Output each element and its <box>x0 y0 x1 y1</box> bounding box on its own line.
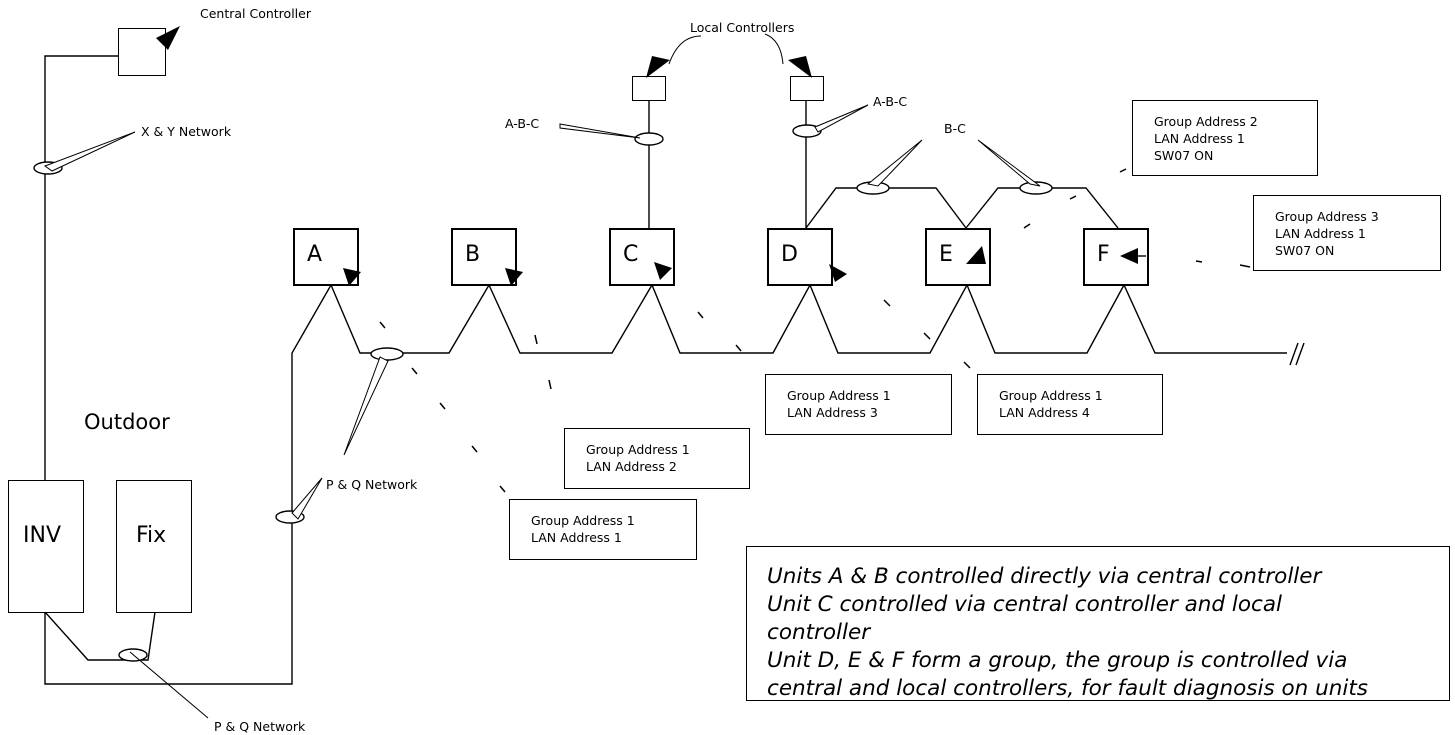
local-controller-c-box <box>632 76 666 101</box>
pq-network-label-upper: P & Q Network <box>326 477 418 492</box>
xy-network-label: X & Y Network <box>141 124 232 139</box>
pq-network-label-lower: P & Q Network <box>214 719 306 734</box>
abc-label-left: A-B-C <box>505 116 540 131</box>
pq-outdoor-link <box>45 612 155 660</box>
xy-callout <box>45 132 135 171</box>
bc-callout-2 <box>978 140 1040 186</box>
address-box-unit-a: Group Address 1 LAN Address 1 <box>509 499 697 560</box>
xy-network-wire <box>45 56 145 482</box>
address-line: Group Address 1 <box>586 442 690 457</box>
local-controller-d-box <box>790 76 824 101</box>
central-controller-label: Central Controller <box>200 6 311 21</box>
unit-e-arrow-icon <box>966 246 986 264</box>
note-line: central and local controllers, for fault… <box>767 676 1368 701</box>
address-line: Group Address 1 <box>531 513 635 528</box>
address-line: SW07 ON <box>1275 243 1335 258</box>
address-line: LAN Address 2 <box>586 459 677 474</box>
note-line: Unit C controlled via central controller… <box>767 592 1283 617</box>
address-line: Group Address 3 <box>1275 209 1379 224</box>
unit-f-label: F <box>1097 242 1110 267</box>
abc-ellipse-d <box>792 124 822 138</box>
abc-label-right: A-B-C <box>873 94 908 109</box>
unit-b-label: B <box>465 242 481 267</box>
abc-callout-left <box>560 124 640 138</box>
address-line: LAN Address 1 <box>531 530 622 545</box>
bus-break-2 <box>1296 343 1304 365</box>
unit-d: D <box>767 228 833 286</box>
outdoor-unit-inv: INV <box>8 480 84 613</box>
outdoor-unit-inv-label: INV <box>23 523 61 548</box>
pq-loop-wire <box>45 285 331 684</box>
unit-d-arrow-icon <box>829 264 847 282</box>
abc-callout-right <box>815 105 868 132</box>
address-line: LAN Address 3 <box>787 405 878 420</box>
address-line: Group Address 1 <box>787 388 891 403</box>
unit-e-label: E <box>939 242 953 267</box>
note-line: Units A & B controlled directly via cent… <box>767 564 1322 589</box>
pq-callout-upper <box>344 357 388 455</box>
address-box-unit-b: Group Address 1 LAN Address 2 <box>564 428 750 489</box>
address-line: LAN Address 4 <box>999 405 1090 420</box>
unit-b-arrow-icon <box>505 268 523 286</box>
group-wire-de <box>806 188 966 228</box>
unit-d-label: D <box>781 242 798 267</box>
outdoor-label: Outdoor <box>84 410 170 434</box>
local-controller-d-arrow-icon <box>788 56 812 78</box>
abc-ellipse-c <box>634 132 664 146</box>
unit-c-arrow-icon <box>654 262 672 280</box>
note-line: Unit D, E & F form a group, the group is… <box>767 648 1348 673</box>
outdoor-unit-fix: Fix <box>116 480 192 613</box>
central-controller-box <box>118 28 166 76</box>
unit-c-label: C <box>623 242 639 267</box>
bc-callout-1 <box>868 140 922 186</box>
unit-a-arrow-icon <box>343 268 361 286</box>
pq-bus-wire <box>331 285 1287 353</box>
address-line: Group Address 2 <box>1154 114 1258 129</box>
address-box-group-2: Group Address 2 LAN Address 1 SW07 ON <box>1132 100 1318 176</box>
unit-f-arrow-icon <box>1120 248 1146 264</box>
pq-callout-lower <box>130 652 208 718</box>
address-line: LAN Address 1 <box>1154 131 1245 146</box>
pq-callout-loop <box>292 478 322 519</box>
address-box-unit-c: Group Address 1 LAN Address 3 <box>765 374 952 435</box>
bc-label: B-C <box>944 121 966 136</box>
pq-network-ellipse-bus <box>370 347 404 361</box>
note-line: controller <box>767 620 871 645</box>
address-line: Group Address 1 <box>999 388 1103 403</box>
unit-c: C <box>609 228 675 286</box>
unit-a: A <box>293 228 359 286</box>
unit-b: B <box>451 228 517 286</box>
unit-a-label: A <box>307 242 323 267</box>
local-controllers-curve-icon <box>665 30 805 70</box>
local-controllers-label: Local Controllers <box>690 20 795 35</box>
address-line: SW07 ON <box>1154 148 1214 163</box>
address-box-group-1: Group Address 1 LAN Address 4 <box>977 374 1163 435</box>
local-controller-c-arrow-icon <box>646 56 670 78</box>
description-note: Units A & B controlled directly via cent… <box>746 546 1450 701</box>
bus-break-1 <box>1290 343 1298 365</box>
outdoor-unit-fix-label: Fix <box>136 523 167 548</box>
bc-ellipse-2 <box>1019 181 1053 195</box>
address-box-group-3: Group Address 3 LAN Address 1 SW07 ON <box>1253 195 1441 271</box>
central-controller-arrow-icon <box>156 26 180 50</box>
address-line: LAN Address 1 <box>1275 226 1366 241</box>
